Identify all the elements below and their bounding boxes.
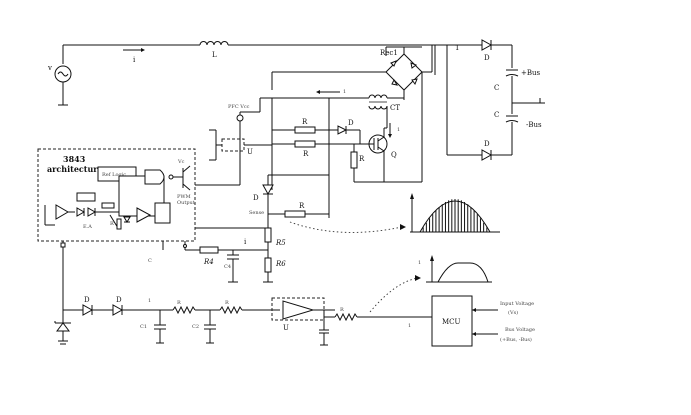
input-voltage-label: Input Voltage <box>500 301 534 307</box>
bus-minus-label: -Bus <box>526 121 542 129</box>
resistor-rf1: R <box>172 300 196 315</box>
ic-title-line1: 3843 <box>63 154 86 164</box>
waveform-2-label: 1 <box>418 260 421 266</box>
c-upper-label: C <box>494 84 499 92</box>
resistor-r-out: R <box>334 307 358 322</box>
ic-gnd-label: Output <box>177 200 195 206</box>
r-gs-label: R <box>359 155 365 163</box>
ic-output-label: PWM <box>177 194 191 200</box>
rf1-label: R <box>177 300 181 306</box>
vs-label: v <box>47 64 52 72</box>
r5-label: R5 <box>275 239 286 247</box>
ic-ea-label: E.A <box>83 224 92 230</box>
r-label-ic: R <box>110 221 114 227</box>
ic-title-line2: architecture <box>47 164 103 174</box>
node-1-label: 1 <box>455 44 459 52</box>
r6-label: R6 <box>275 260 286 268</box>
bus-voltage-label: Bus Voltage <box>505 327 535 333</box>
ic-3843-box: 3843 architecture Ref Logic Vc PWM Outpu… <box>37 148 196 242</box>
capacitor-lower: C -Bus <box>494 111 542 129</box>
i-node-label: i <box>244 238 247 246</box>
is-label: i <box>133 56 136 64</box>
rectifier-label: Rec1 <box>380 49 398 57</box>
r-mid-label: R <box>303 150 309 158</box>
capacitor-cf1: C1 <box>140 324 166 330</box>
r-top-label: R <box>302 118 308 126</box>
ic-ref-label: Ref Logic <box>102 172 126 178</box>
capacitor-out <box>319 329 329 334</box>
is-arrow: i <box>123 48 145 64</box>
df2-label: D <box>116 296 122 304</box>
u1-block: U <box>247 98 330 218</box>
resistor-r-mid: R <box>294 140 316 158</box>
q1-label: Q <box>391 151 397 159</box>
filter-node-label: 1 <box>148 298 151 304</box>
resistor-rf2: R <box>219 300 243 315</box>
waveform-rectified: 1 <box>418 255 492 283</box>
diode-low-label: D <box>484 140 490 148</box>
opamp-u: U <box>271 297 325 332</box>
mosfet-q1: Q <box>368 134 397 159</box>
resistor-r-top: R <box>294 118 316 134</box>
u1-label: U <box>247 148 253 156</box>
diode-df2: D <box>112 296 124 316</box>
capacitor-cf2: C2 <box>192 324 216 330</box>
r-out-label: R <box>340 307 344 313</box>
inductor-l: L <box>199 41 229 59</box>
rf2-label: R <box>225 300 229 306</box>
c4-label: C4 <box>224 264 231 270</box>
diode-d-sense: D <box>253 184 274 202</box>
r4-label: R4 <box>203 258 214 266</box>
diode-d-gate: D <box>337 119 354 135</box>
bridge-rectifier: Rec1 <box>380 49 423 91</box>
waveform-chopped <box>410 193 500 233</box>
d-gate-label: D <box>348 119 354 127</box>
c-label-mid: C <box>148 258 152 264</box>
resistor-r6: R6 <box>264 257 286 273</box>
diode-out-label: D <box>484 54 490 62</box>
inductor-label: L <box>212 51 217 59</box>
pfc-vcc-label: PFC Vcc <box>228 104 250 110</box>
diode-df1: D <box>82 296 94 316</box>
diode-d-out: D <box>481 39 493 62</box>
d-sense-label: D <box>253 194 259 202</box>
ct-label: CT <box>390 104 400 112</box>
opamp-label: U <box>283 324 289 332</box>
capacitor-c4: C4 <box>224 254 239 270</box>
input-voltage-sub: (Vs) <box>508 309 518 316</box>
cf2-label: C2 <box>192 324 199 330</box>
q-current-label: 1 <box>397 127 400 133</box>
mcu-label: MCU <box>442 318 461 326</box>
df1-label: D <box>84 296 90 304</box>
mcu-input-node-label: 1 <box>408 323 411 329</box>
cf1-label: C1 <box>140 324 147 330</box>
resistor-r-gs: R <box>350 151 365 169</box>
resistor-r-sense: R <box>284 202 306 218</box>
bus-voltage-sub: (+Bus, -Bus) <box>500 336 532 343</box>
capacitor-upper: +Bus C <box>494 69 541 92</box>
r-sense-label: R <box>299 202 305 210</box>
current-transformer: CT <box>368 94 400 112</box>
ct-current-label: 1 <box>343 89 346 95</box>
bus-plus-label: +Bus <box>521 69 541 77</box>
ac-source: v <box>47 45 72 106</box>
mcu-block: MCU <box>431 295 473 347</box>
resistor-r4: R4 <box>199 246 219 266</box>
sense-node-label: Sense <box>249 210 264 216</box>
ic-vc-label: Vc <box>177 159 185 165</box>
diode-d-low: D <box>481 140 493 161</box>
c-lower-label: C <box>494 111 499 119</box>
